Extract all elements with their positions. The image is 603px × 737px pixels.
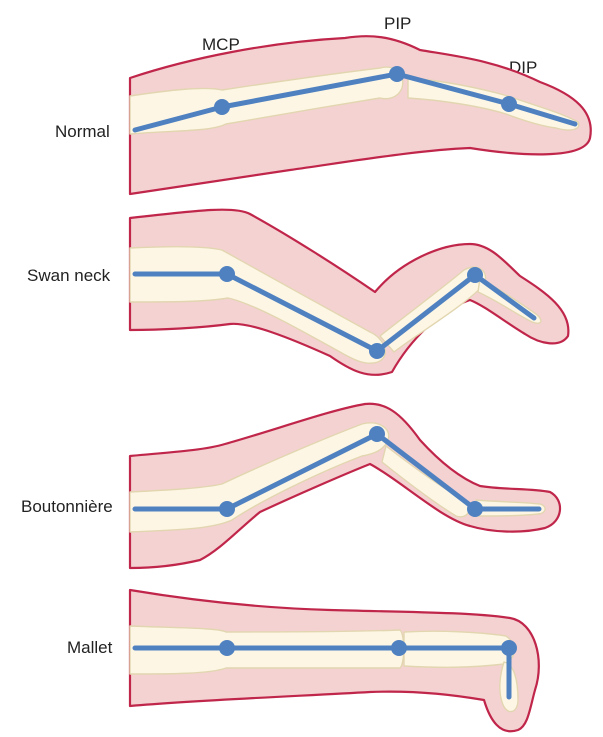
row-label-mallet: Mallet — [67, 638, 113, 657]
joint-dot-pip-mallet — [391, 640, 407, 656]
joint-dot-pip-swan-neck — [369, 343, 385, 359]
joint-dot-mcp-normal — [214, 99, 230, 115]
joint-label-mcp: MCP — [202, 35, 240, 54]
joint-dot-dip-boutonniere — [467, 501, 483, 517]
skin-outline-boutonniere — [128, 402, 561, 570]
joint-label-pip: PIP — [384, 14, 411, 33]
skin-outline-normal — [128, 35, 592, 196]
joint-dot-mcp-swan-neck — [219, 266, 235, 282]
joint-dot-pip-boutonniere — [369, 426, 385, 442]
finger-swan-neck — [128, 208, 570, 376]
joint-dot-mcp-boutonniere — [219, 501, 235, 517]
joint-dot-pip-normal — [389, 66, 405, 82]
finger-mallet — [128, 588, 540, 733]
joint-dot-dip-swan-neck — [467, 267, 483, 283]
row-label-normal: Normal — [55, 122, 110, 141]
bone-distal-normal — [407, 77, 580, 131]
joint-dot-dip-normal — [501, 96, 517, 112]
joint-dot-mcp-mallet — [219, 640, 235, 656]
bone-middle-boutonniere — [381, 445, 470, 518]
row-label-swan-neck: Swan neck — [27, 266, 111, 285]
joint-dot-dip-mallet — [501, 640, 517, 656]
row-label-boutonniere: Boutonnière — [21, 497, 113, 516]
finger-normal — [128, 35, 592, 196]
finger-boutonniere — [128, 402, 561, 570]
skin-outline-swan-neck — [128, 208, 570, 376]
